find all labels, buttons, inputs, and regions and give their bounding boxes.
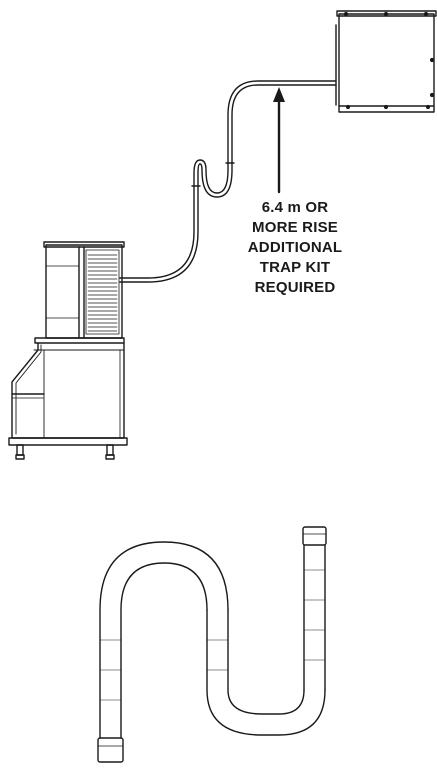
callout-line-1: 6.4 m OR — [261, 199, 329, 216]
rise-callout-label: 6.4 m OR MORE RISE ADDITIONAL TRAP KIT R… — [230, 198, 360, 298]
vent-louvers — [87, 254, 118, 332]
rise-arrow — [273, 87, 285, 194]
hose-ribs — [99, 569, 326, 701]
callout-line-4: TRAP KIT — [259, 259, 331, 276]
ice-machine-head — [43, 241, 125, 339]
callout-line-3: ADDITIONAL — [247, 239, 343, 256]
callout-line-5: REQUIRED — [254, 279, 336, 296]
remote-condenser — [335, 10, 437, 113]
trap-kit-hose — [97, 526, 327, 763]
hose-end-fitting-bottom — [97, 737, 124, 763]
ice-storage-bin — [8, 337, 128, 460]
refrigerant-line-set — [119, 80, 337, 283]
hose-end-fitting-top — [302, 526, 327, 546]
callout-line-2: MORE RISE — [252, 219, 338, 236]
